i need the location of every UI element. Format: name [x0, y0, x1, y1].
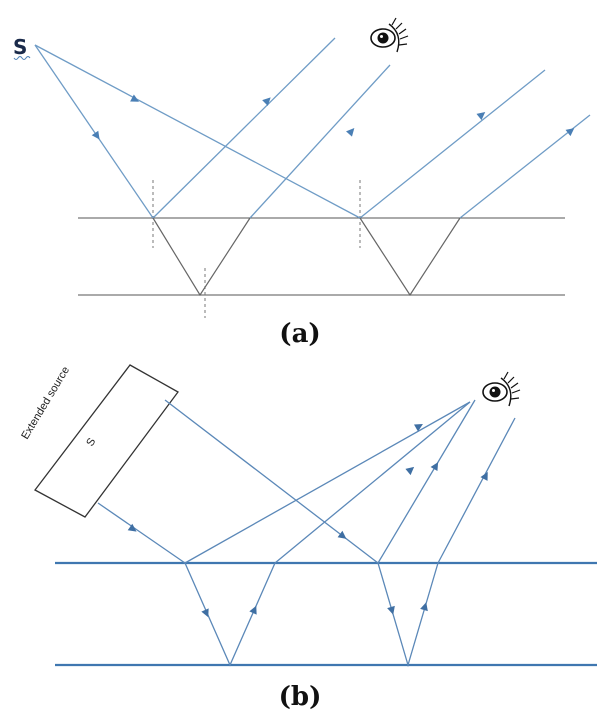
arrow-head — [91, 130, 100, 140]
reflected-ray — [184, 401, 471, 564]
arrow-head — [249, 605, 257, 615]
reflected-ray — [152, 37, 336, 219]
reflected-ray — [274, 401, 471, 564]
arrow-head — [414, 424, 423, 432]
refracted-path — [184, 562, 276, 667]
arrow-head — [480, 471, 488, 481]
arrow-head — [127, 523, 137, 532]
extended-source-box — [34, 364, 179, 518]
arrow-head — [565, 128, 575, 137]
arrow-head — [476, 111, 486, 121]
reflected-ray — [437, 417, 516, 564]
eye-icon — [370, 17, 409, 53]
incident-ray — [34, 44, 154, 219]
reflected-ray — [249, 64, 391, 219]
arrow-head — [387, 605, 395, 615]
incident-ray — [34, 44, 361, 219]
arrow-head — [130, 94, 140, 102]
incident-ray — [97, 502, 186, 564]
arrow-head — [346, 128, 355, 137]
arrow-head — [420, 602, 428, 612]
reflected-ray — [359, 69, 546, 219]
arrow-head — [201, 608, 209, 618]
extended-source-label: Extended source — [19, 365, 72, 442]
source-underline — [13, 56, 31, 60]
eye-icon — [482, 371, 521, 407]
reflected-ray — [377, 399, 476, 564]
figure-b: Extended source S (b) — [19, 364, 597, 712]
refracted-path — [152, 217, 251, 297]
arrow-head — [430, 462, 439, 472]
arrow-head — [405, 466, 415, 476]
caption-b: (b) — [279, 682, 322, 712]
arrow-head — [262, 97, 271, 106]
arrow-head — [337, 530, 347, 539]
caption-a: (a) — [279, 319, 320, 349]
refracted-path — [377, 562, 439, 668]
figure-a: S (a) — [13, 17, 591, 349]
refracted-path — [359, 217, 461, 297]
source-label-a: S — [13, 35, 27, 59]
